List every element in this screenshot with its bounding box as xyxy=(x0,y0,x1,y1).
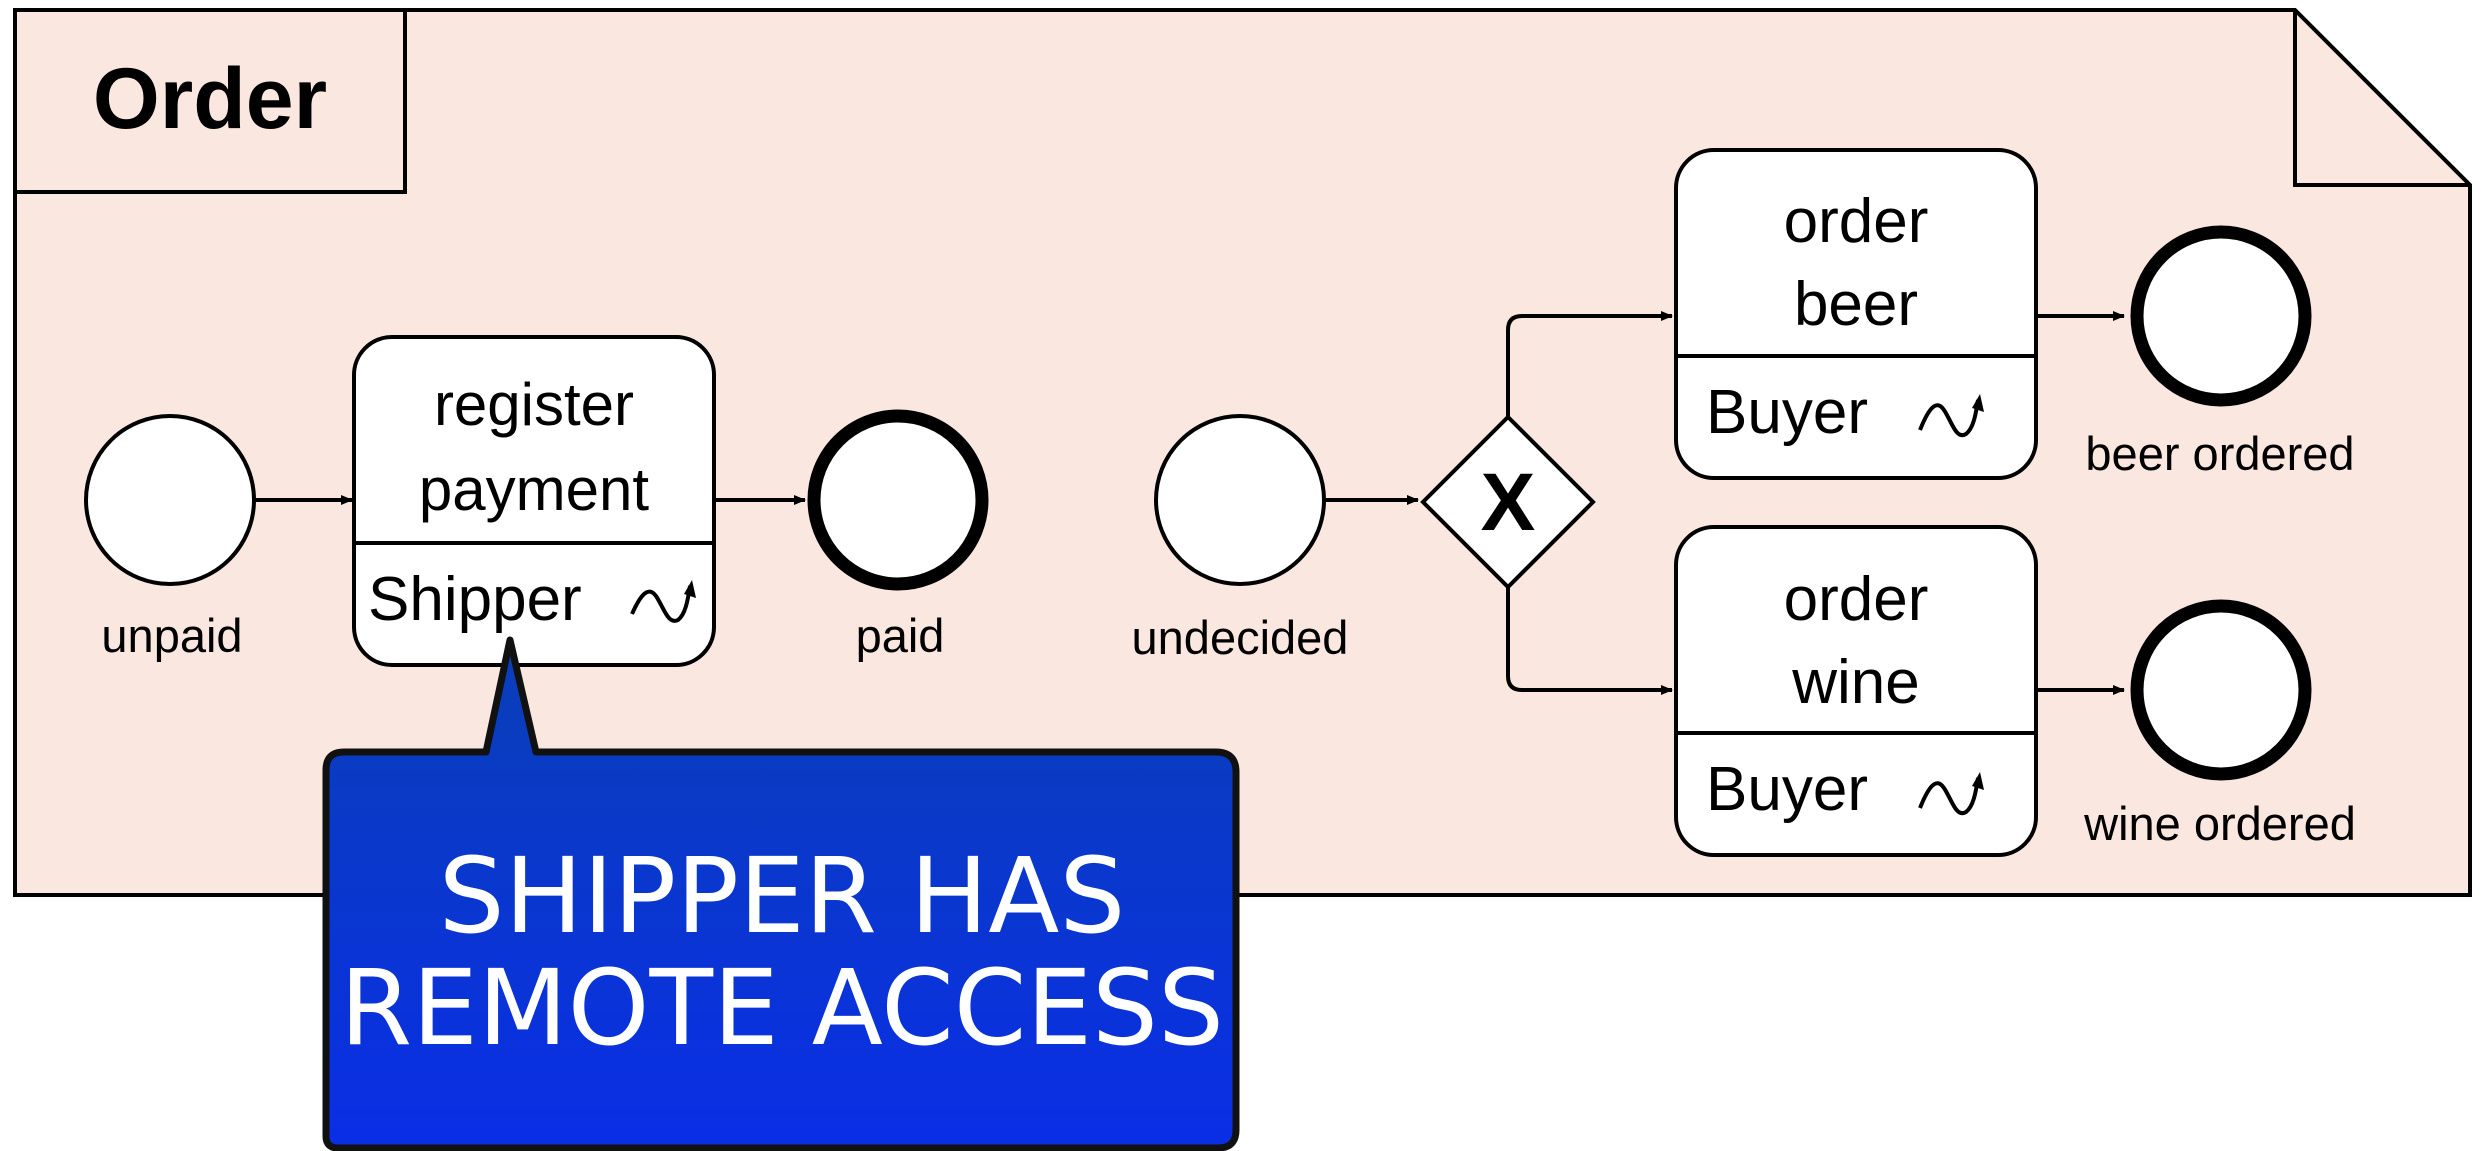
end-event-wine-ordered[interactable] xyxy=(2130,599,2312,781)
task-order-wine-role: Buyer xyxy=(1706,755,1868,824)
label-unpaid: unpaid xyxy=(101,609,242,662)
label-undecided: undecided xyxy=(1132,611,1349,664)
task-order-beer[interactable]: order beer Buyer xyxy=(1674,148,2038,480)
role-signal-icon xyxy=(1918,399,1980,438)
frame-title: Order xyxy=(93,51,327,147)
role-signal-arrow-icon xyxy=(1972,772,1984,790)
role-signal-arrow-icon xyxy=(684,580,696,598)
role-signal-icon xyxy=(630,585,692,623)
remote-access-callout: SHIPPER HAS REMOTE ACCESS xyxy=(322,636,1240,1151)
task-register-payment-role: Shipper xyxy=(368,565,582,634)
role-signal-arrow-icon xyxy=(1972,394,1984,412)
callout-line1: SHIPPER HAS xyxy=(439,835,1126,957)
role-signal-icon xyxy=(1918,777,1980,816)
task-register-payment-line1: register xyxy=(434,371,634,438)
frame-fold xyxy=(2293,10,2470,187)
task-order-beer-line2: beer xyxy=(1794,270,1918,339)
start-event-unpaid[interactable] xyxy=(84,414,256,586)
task-register-payment-line2: payment xyxy=(419,456,649,523)
flow-arrow-gateway-beer xyxy=(1506,311,1673,417)
start-event-undecided[interactable] xyxy=(1154,414,1326,586)
task-order-wine-line1: order xyxy=(1784,565,1929,634)
end-event-paid[interactable] xyxy=(807,409,989,591)
task-order-wine[interactable]: order wine Buyer xyxy=(1674,525,2038,857)
frame-title-box xyxy=(15,10,407,194)
task-order-beer-line1: order xyxy=(1784,187,1929,256)
task-register-payment[interactable]: register payment Shipper xyxy=(352,335,716,667)
label-beer-ordered: beer ordered xyxy=(2085,427,2354,480)
label-paid: paid xyxy=(856,609,945,662)
callout-line2: REMOTE ACCESS xyxy=(340,947,1224,1069)
gateway-x-icon: X xyxy=(1481,457,1536,548)
task-order-wine-line2: wine xyxy=(1791,648,1920,717)
task-order-beer-role: Buyer xyxy=(1706,378,1868,447)
flow-arrow-gateway-wine xyxy=(1506,587,1673,695)
label-wine-ordered: wine ordered xyxy=(2083,797,2356,850)
end-event-beer-ordered[interactable] xyxy=(2130,225,2312,407)
